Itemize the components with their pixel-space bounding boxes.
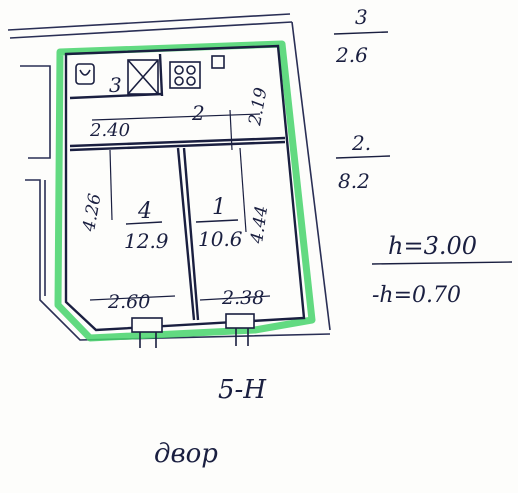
unit-mid-number: 2. [351,131,371,155]
stove-icon [169,61,201,89]
hall-room-number: 2 [191,101,205,125]
window-right [225,313,255,329]
room-right-fraction-line [195,219,239,223]
bathroom-fixtures [75,55,225,95]
hall-width-dimension: 2.40 [89,120,130,141]
height-fraction-line [371,261,513,265]
building-code-label: 5-Н [218,375,267,405]
unit-mid-area: 8.2 [338,169,370,193]
window-left [131,317,163,333]
room-right-width-dimension: 2.38 [221,287,264,309]
yard-label: двор [154,439,218,469]
room-left-fraction-line [125,221,163,225]
shower-tray-icon [127,59,159,95]
height-below-label: -h=0.70 [372,283,461,308]
room-right-area: 10.6 [198,227,243,251]
hall-depth-dimension: 2.19 [245,86,271,128]
sink-icon [211,55,225,69]
unit-top-area: 2.6 [335,43,368,67]
bath-room-number: 3 [109,73,122,97]
unit-top-number: 3 [355,5,368,29]
room-right-height-dimension: 4.44 [247,204,272,245]
dimension-lines [89,109,271,301]
toilet-icon [75,63,95,85]
unit-mid-fraction-line [335,155,391,159]
toilet-bowl-icon [79,69,91,76]
room-left-width-dimension: 2.60 [107,291,150,313]
room-right-number: 1 [212,195,226,220]
room-left-height-dimension: 4.26 [79,192,105,234]
exterior-wall-lines [7,13,331,341]
unit-top-fraction-line [333,31,389,35]
height-above-label: h=3.00 [388,232,477,260]
windows [131,313,255,348]
apartment-outline-highlight [54,40,316,342]
room-left-number: 4 [137,199,152,224]
room-left-area: 12.9 [124,229,169,253]
